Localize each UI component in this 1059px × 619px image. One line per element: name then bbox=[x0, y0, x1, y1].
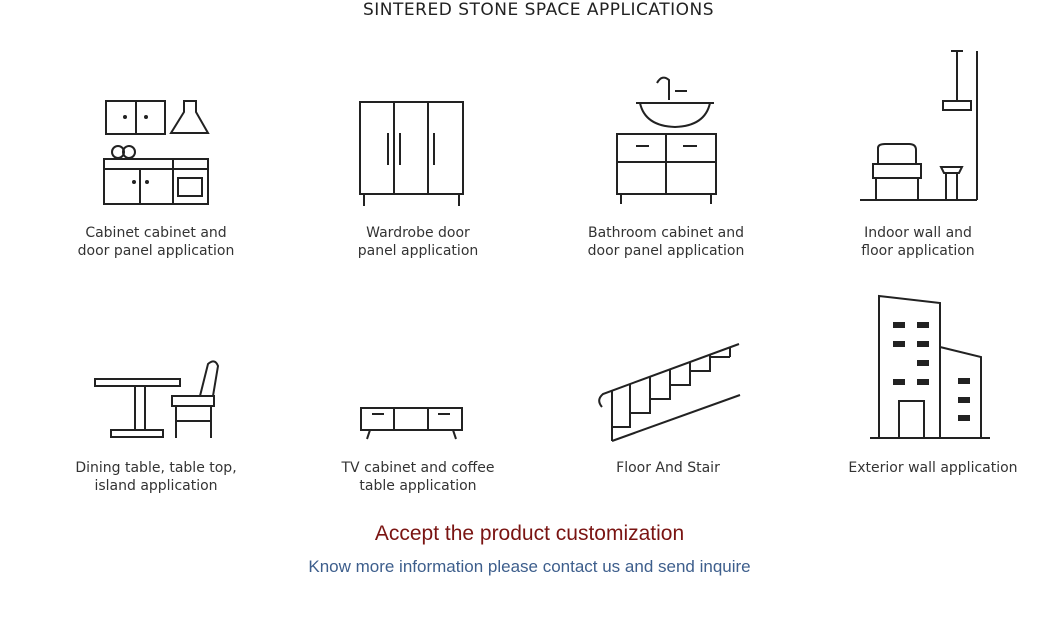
caption-line-2: table application bbox=[359, 478, 477, 494]
page-title: SINTERED STONE SPACE APPLICATIONS bbox=[363, 0, 714, 20]
caption-line-1: Exterior wall application bbox=[848, 460, 1018, 476]
contact-inquiry-text[interactable]: Know more information please contact us … bbox=[308, 557, 751, 576]
caption-line-2: door panel application bbox=[77, 243, 235, 259]
caption-line-1: Dining table, table top, bbox=[75, 460, 237, 476]
caption-line-2: floor application bbox=[861, 243, 975, 259]
caption-line-2: island application bbox=[94, 478, 218, 494]
caption-line-1: TV cabinet and coffee bbox=[341, 460, 495, 476]
caption-line-1: Wardrobe door bbox=[366, 225, 470, 241]
caption-line-1: Indoor wall and bbox=[864, 225, 972, 241]
caption-line-1: Bathroom cabinet and bbox=[587, 225, 745, 241]
caption-line-2: panel application bbox=[357, 243, 479, 259]
customization-headline: Accept the product customization bbox=[374, 522, 685, 545]
caption-line-1: Cabinet cabinet and bbox=[85, 225, 227, 241]
caption-line-2: door panel application bbox=[587, 243, 745, 259]
caption-line-1: Floor And Stair bbox=[616, 460, 720, 476]
